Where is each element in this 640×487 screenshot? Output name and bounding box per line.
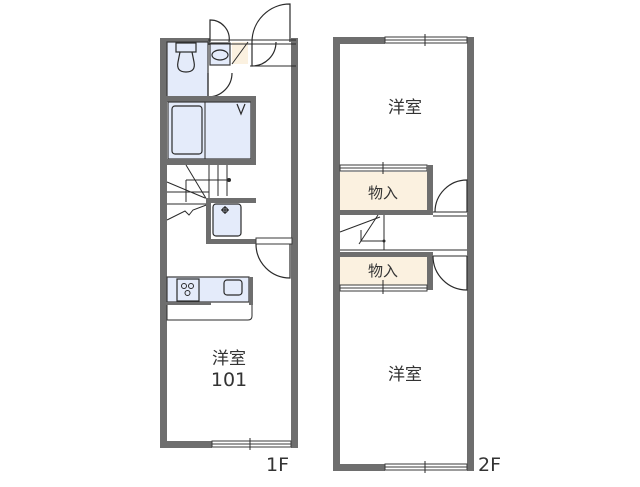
closet-north — [340, 172, 427, 210]
door-swing-toilet — [207, 72, 233, 98]
floor-label-2f: 2F — [478, 454, 501, 476]
staircase-1f — [166, 164, 231, 221]
staircase-2f — [339, 214, 467, 251]
kitchen-floor-outline — [166, 305, 253, 321]
room-label-2f-south: 洋室 — [388, 365, 422, 385]
closet-label-north: 物入 — [368, 184, 398, 202]
stove-icon — [176, 278, 200, 302]
door-swing-washroom — [209, 19, 230, 43]
drain-icon — [236, 103, 246, 116]
toilet-tank — [175, 42, 197, 53]
wall-1f-bottom-left — [160, 441, 212, 448]
bathtub-icon — [171, 105, 203, 155]
wall-2f-right — [467, 37, 474, 471]
floor-2f: 洋室 物入 物入 洋室 2F — [333, 34, 501, 476]
door-swing-2f-south[interactable] — [432, 255, 468, 291]
washing-machine-pan — [212, 203, 242, 237]
floor-1f: 洋室 101 1F — [160, 3, 298, 476]
floor-label-1f: 1F — [266, 454, 289, 476]
door-swing-2f-north[interactable] — [434, 179, 468, 213]
toilet-icon — [177, 51, 195, 73]
washbasin-icon — [211, 49, 229, 61]
entrance-door[interactable] — [251, 3, 291, 43]
room-label-1f: 洋室 — [212, 349, 246, 369]
closet-label-south: 物入 — [368, 262, 398, 280]
sink-icon — [223, 279, 243, 296]
wall-1f-right — [291, 38, 298, 448]
door-swing-ldk[interactable] — [255, 243, 291, 279]
wall-2f-left — [333, 37, 340, 471]
room-label-2f-north: 洋室 — [388, 98, 422, 118]
room-number-1f: 101 — [211, 369, 247, 391]
wall-1f-left — [160, 38, 167, 448]
